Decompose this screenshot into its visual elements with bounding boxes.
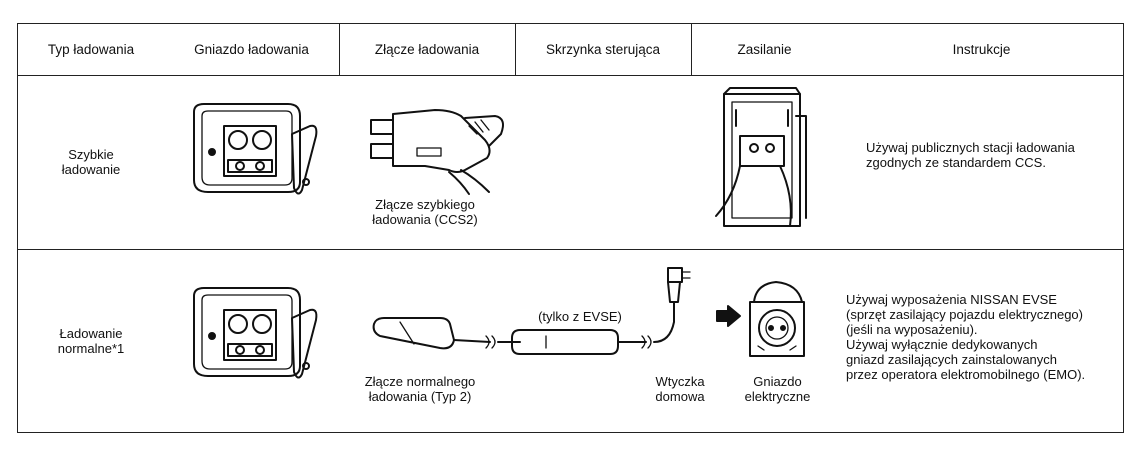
header-power-supply: Zasilanie: [737, 42, 792, 57]
evse-only-note: (tylko z EVSE): [538, 309, 622, 324]
ccs2-label-line1: Złącze szybkiego: [375, 197, 475, 212]
header-divider: [18, 75, 1123, 76]
fast-instr-line2: zgodnych ze standardem CCS.: [866, 155, 1046, 170]
header-control-box: Skrzynka sterująca: [545, 42, 661, 57]
plug-label-line2: domowa: [655, 389, 705, 404]
ccs2-label-line2: ładowania (CCS2): [372, 212, 478, 227]
normal-instr-line4: Używaj wyłącznie dedykowanych: [846, 337, 1038, 352]
row-normal-type: Ładowanie normalne*1: [18, 249, 164, 433]
charging-table: Typ ładowania Gniazdo ładowania Złącze ł…: [17, 23, 1124, 433]
ccs2-connector-illustration: [370, 109, 504, 195]
plug-label-line1: Wtyczka: [655, 374, 705, 389]
household-plug-label: Wtyczka domowa: [640, 374, 720, 404]
normal-instr-line3: (jeśli na wyposażeniu).: [846, 322, 978, 337]
electrical-socket-illustration: [749, 281, 805, 357]
type2-label-line2: ładowania (Typ 2): [368, 389, 472, 404]
col-divider-3: [515, 24, 516, 75]
fast-instr-line1: Używaj publicznych stacji ładowania: [866, 140, 1075, 155]
arrow-right-icon: [716, 305, 741, 327]
charging-port-illustration: [193, 103, 318, 195]
fast-instructions: Używaj publicznych stacji ładowania zgod…: [866, 140, 1106, 170]
normal-instr-line2: (sprzęt zasilający pojazdu elektrycznego…: [846, 307, 1083, 322]
charging-station-illustration: [715, 87, 807, 227]
header-charging-connector: Złącze ładowania: [374, 42, 480, 57]
socket-label-line1: Gniazdo: [753, 374, 802, 389]
normal-type-line2: normalne*1: [57, 341, 125, 356]
normal-instr-line5: gniazd zasilających zainstalowanych: [846, 352, 1058, 367]
normal-instr-line1: Używaj wyposażenia NISSAN EVSE: [846, 292, 1057, 307]
header-charging-port: Gniazdo ładowania: [194, 42, 309, 57]
fast-type-line1: Szybkie: [68, 147, 114, 162]
charging-port-illustration-normal: [193, 287, 318, 379]
ccs2-label: Złącze szybkiego ładowania (CCS2): [355, 197, 495, 227]
row-fast-type: Szybkie ładowanie: [18, 75, 164, 249]
normal-type-line1: Ładowanie: [59, 326, 123, 341]
normal-instr-line6: przez operatora elektromobilnego (EMO).: [846, 367, 1086, 382]
type2-label: Złącze normalnego ładowania (Typ 2): [345, 374, 495, 404]
normal-instructions: Używaj wyposażenia NISSAN EVSE (sprzęt z…: [846, 292, 1121, 382]
header-charging-type: Typ ładowania: [47, 42, 135, 57]
col-divider-4: [691, 24, 692, 75]
col-divider-2: [339, 24, 340, 75]
type2-label-line1: Złącze normalnego: [364, 374, 476, 389]
fast-type-line2: ładowanie: [61, 162, 121, 177]
evse-cable-illustration: [372, 267, 691, 355]
row-divider: [18, 249, 1123, 250]
socket-label: Gniazdo elektryczne: [730, 374, 825, 404]
socket-label-line2: elektryczne: [744, 389, 811, 404]
header-instructions: Instrukcje: [952, 42, 1011, 57]
